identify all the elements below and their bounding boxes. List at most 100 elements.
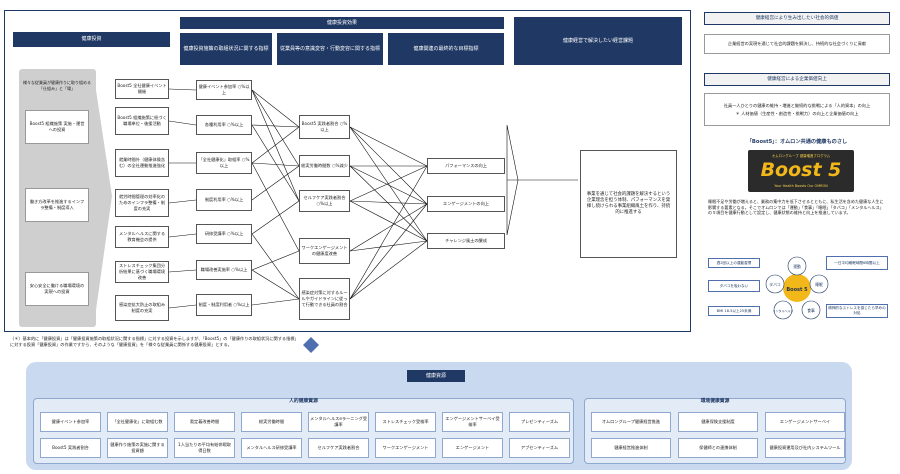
boost5-logo-small: オムロングループ 健康増進プログラム — [771, 154, 831, 158]
wheel-item-label: 睡眠 — [815, 282, 823, 287]
boost-caption: 「Boost5」：オムロン共通の健康ものさし — [746, 139, 848, 145]
env-resource-cell: オムロングループ健康経営推進 — [591, 412, 671, 432]
corporate-value-line: 社員一人ひとりの健康の維持・増進と継続的な挑戦による「人的資本」の向上 — [723, 102, 871, 108]
header-effect-sub2: 従業員等の意識変容・行動変容に関する指標 — [277, 33, 383, 65]
human-resource-cell: 1人当たりの平均有給休暇取得日数 — [174, 438, 235, 458]
human-resource-cell: 健康イベント参加率 — [40, 412, 101, 432]
header-investment: 健康投資 — [13, 32, 170, 47]
investment-note: 様々な従業員が健康作りに取り組める「仕組み」と「場」 — [23, 80, 91, 91]
header-effects: 健康投資効果 — [180, 17, 504, 29]
behavior-box: セルフケア実践者割合 ○%以上 — [299, 190, 350, 212]
final-box: チャレンジ風土の醸成 — [427, 233, 505, 249]
connector-line — [251, 165, 300, 201]
human-resource-cell: 総実労働時間 — [241, 412, 302, 432]
indicator-box: 健康イベント参加率 ○%以上 — [196, 80, 252, 100]
indicator-box: 制度利用率 ○%以上 — [196, 189, 252, 211]
wheel-item-circle — [765, 274, 785, 294]
env-resource-cell: 保健師との連携体制 — [678, 438, 758, 458]
connector-line — [251, 269, 300, 300]
wheel-item-circle — [809, 274, 829, 294]
connector-line — [349, 203, 428, 252]
boost5-note: 週2回以上の運動習慣 — [708, 258, 760, 268]
strategy-map-frame — [4, 10, 691, 332]
boost5-logo-sub: Your Health Boosts Our OMRON — [774, 184, 828, 188]
connector-line — [251, 89, 300, 202]
investment-arrow — [96, 90, 112, 310]
human-resource-cell: エンゲージメント — [442, 438, 503, 458]
investment-item: 安心安全に働ける職場環境の実現への投資 — [25, 272, 89, 306]
connector-line — [251, 200, 300, 235]
human-resource-cell: セルフケア実践者割合 — [308, 438, 369, 458]
connector-line — [349, 126, 428, 242]
behavior-box: ワークエンゲージメントの健康度改善 — [299, 238, 350, 264]
human-resource-cell: ワークエンゲージメント — [375, 438, 436, 458]
connector-line — [349, 165, 428, 202]
connector-line — [251, 250, 300, 271]
human-resource-cell: Boost5 実践者割合 — [40, 438, 101, 458]
wheel-item-label: タバコ — [769, 282, 781, 287]
connector-line — [349, 240, 428, 300]
goal-box: 事業を通じて社会的課題を解決するという企業理念を担う体制、パフォーマンスを発揮し… — [580, 150, 677, 258]
boost5-note: 一日平均睡眠時間6時間以上 — [826, 256, 888, 270]
wheel-item-label: メンタルヘルス — [772, 308, 793, 313]
behavior-box: Boost5 実践者割合 ○%以上 — [299, 115, 350, 139]
final-box: パフォーマンスの向上 — [427, 158, 505, 174]
human-resources-title: 人的健康資源 — [289, 399, 318, 404]
connector-line — [251, 126, 300, 164]
connector-line — [349, 165, 428, 300]
connector-line — [168, 88, 197, 91]
wheel-item-circle — [787, 256, 807, 276]
indicator-box: 「全社健康化」取組率 ○%以上 — [196, 152, 252, 174]
indicator-box: 職場改善実施率 ○%以上 — [196, 260, 252, 280]
boost5-logo: オムロングループ 健康増進プログラム Boost 5 Your Health B… — [748, 150, 854, 192]
resources-title: 健康資源 — [407, 370, 465, 382]
env-resource-cell: エンゲージメントサーベイ — [765, 412, 845, 432]
connector-line — [168, 304, 197, 309]
connector-line — [251, 124, 300, 128]
human-resource-cell: エンゲージメントサーベイ受検率 — [442, 412, 503, 432]
behavior-box: 感染症対策に対するルールやガイドラインに従って行動できる社員の割合 — [299, 278, 350, 320]
connector-line — [251, 124, 300, 202]
connector-line — [349, 203, 428, 300]
env-resource-cell: 健康保険支援制度 — [678, 412, 758, 432]
header-effect-sub3: 健康関連の最終的な目標指標 — [388, 33, 504, 65]
wheel-item-label: 食事 — [807, 308, 815, 313]
human-resource-cell: 「全社健康化」に取組む数 — [107, 412, 168, 432]
wheel-center-circle — [783, 274, 811, 302]
human-resource-cell: プレゼンティーズム — [509, 412, 570, 432]
flow-arrow-icon — [303, 337, 319, 353]
boost5-wheel: Boost 5 運動 睡眠 食事 メンタルヘルス タバコ — [765, 256, 829, 320]
connector-line — [349, 240, 428, 252]
corporate-value-title: 健康経営による企業価値向上 — [704, 73, 890, 86]
final-box: エンゲージメントの向上 — [427, 196, 505, 212]
indicator-box: 制度・制度利用者 ○%以上 — [196, 294, 252, 316]
env-resources-title: 環境健康資源 — [700, 399, 730, 404]
corporate-value-text: 社員一人ひとりの健康の維持・増進と継続的な挑戦による「人的資本」の向上 ＊ 人材… — [704, 93, 890, 126]
boost5-logo-big: Boost 5 — [760, 159, 842, 181]
connector-line — [168, 199, 197, 204]
connector-line — [349, 126, 428, 205]
human-resource-cell: アブセンティーズム — [509, 438, 570, 458]
measure-box: ストレスチェック集団分析結果に基づく職場環境改善 — [115, 261, 169, 283]
human-resource-cell: メンタルヘルス研修受講率 — [241, 438, 302, 458]
header-goal: 健康経営で解決したい経営課題 — [514, 17, 682, 65]
investment-item: 働き方改革を推進するインフラ整備・制度導入 — [25, 188, 89, 222]
header-effect-sub1: 健康投資施策の取組状況に関する指標 — [180, 33, 272, 65]
social-value-title: 健康経営により生み出したい社会的価値 — [704, 12, 890, 25]
connector-line — [168, 269, 197, 273]
connector-line — [251, 89, 300, 128]
connector-line — [251, 298, 300, 306]
env-resource-cell: 健康経営推進体制 — [591, 438, 671, 458]
connector-line — [349, 165, 428, 242]
boost-description: 睡眠不足や労働が増えると、業務の集中力を低下させるとともに、私生活を含めた健康な… — [708, 199, 884, 216]
connector-line — [251, 162, 300, 167]
human-resource-cell: ストレスチェック受検率 — [375, 412, 436, 432]
investment-item: Boost5 組織施策 実施・運営への投資 — [25, 110, 89, 144]
human-resource-cell: メンタルヘルスeラーニング受講率 — [308, 412, 369, 432]
boost5-note: BMI 18.5以上25未満 — [708, 306, 760, 316]
connector-line — [349, 165, 428, 205]
corporate-value-line: ＊ 人材価値（生産性・創造性・挑戦力）の向上と企業価値の向上 — [735, 110, 859, 116]
measure-box: メンタルヘルスに関する教育機会の提供 — [115, 226, 169, 248]
boost5-note: 精神的なストレスを感じたら早めの対処 — [826, 304, 888, 318]
